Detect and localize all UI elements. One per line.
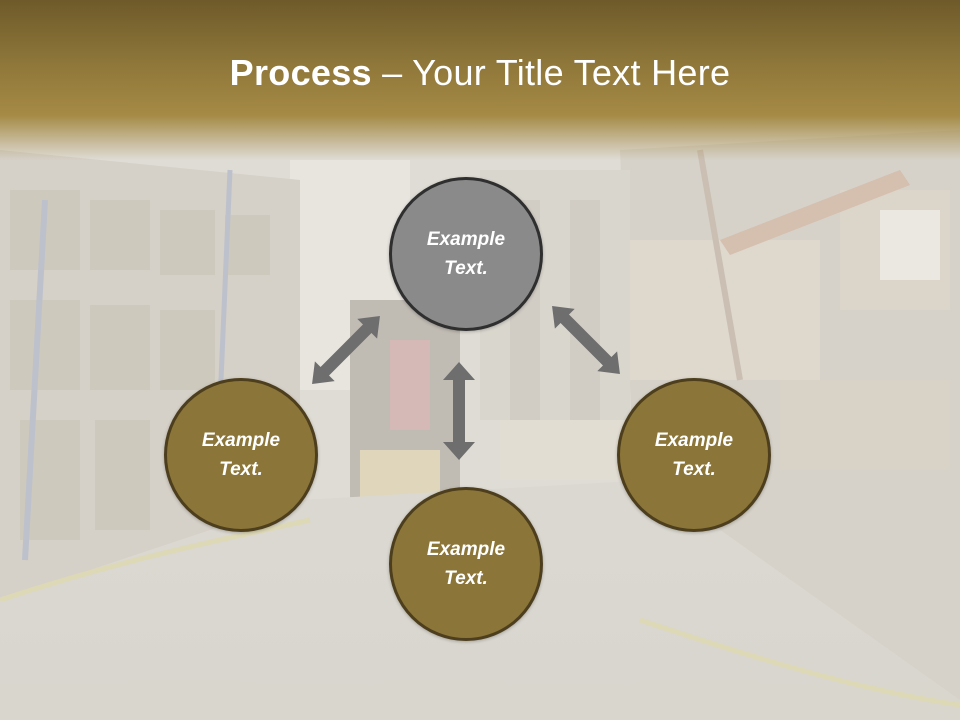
node-bottom-line2: Text.	[444, 568, 488, 589]
process-node-top[interactable]: Example Text.	[389, 177, 543, 331]
process-node-bottom[interactable]: Example Text.	[389, 487, 543, 641]
double-arrow-top-right	[552, 306, 620, 374]
node-right-line2: Text.	[672, 459, 716, 480]
title-regular-part: – Your Title Text Here	[371, 52, 731, 93]
title-bold-part: Process	[229, 52, 372, 93]
node-left-line2: Text.	[219, 459, 263, 480]
slide-title: Process – Your Title Text Here	[0, 52, 960, 94]
double-arrow-vertical	[443, 362, 475, 460]
title-band	[0, 0, 960, 160]
process-node-right[interactable]: Example Text.	[617, 378, 771, 532]
node-right-line1: Example	[654, 430, 734, 451]
process-node-left[interactable]: Example Text.	[164, 378, 318, 532]
double-arrow-top-left	[312, 316, 380, 384]
node-bottom-line1: Example	[426, 539, 506, 560]
node-left-line1: Example	[201, 430, 281, 451]
node-top-line1: Example	[426, 229, 506, 250]
node-top-line2: Text.	[444, 258, 488, 279]
